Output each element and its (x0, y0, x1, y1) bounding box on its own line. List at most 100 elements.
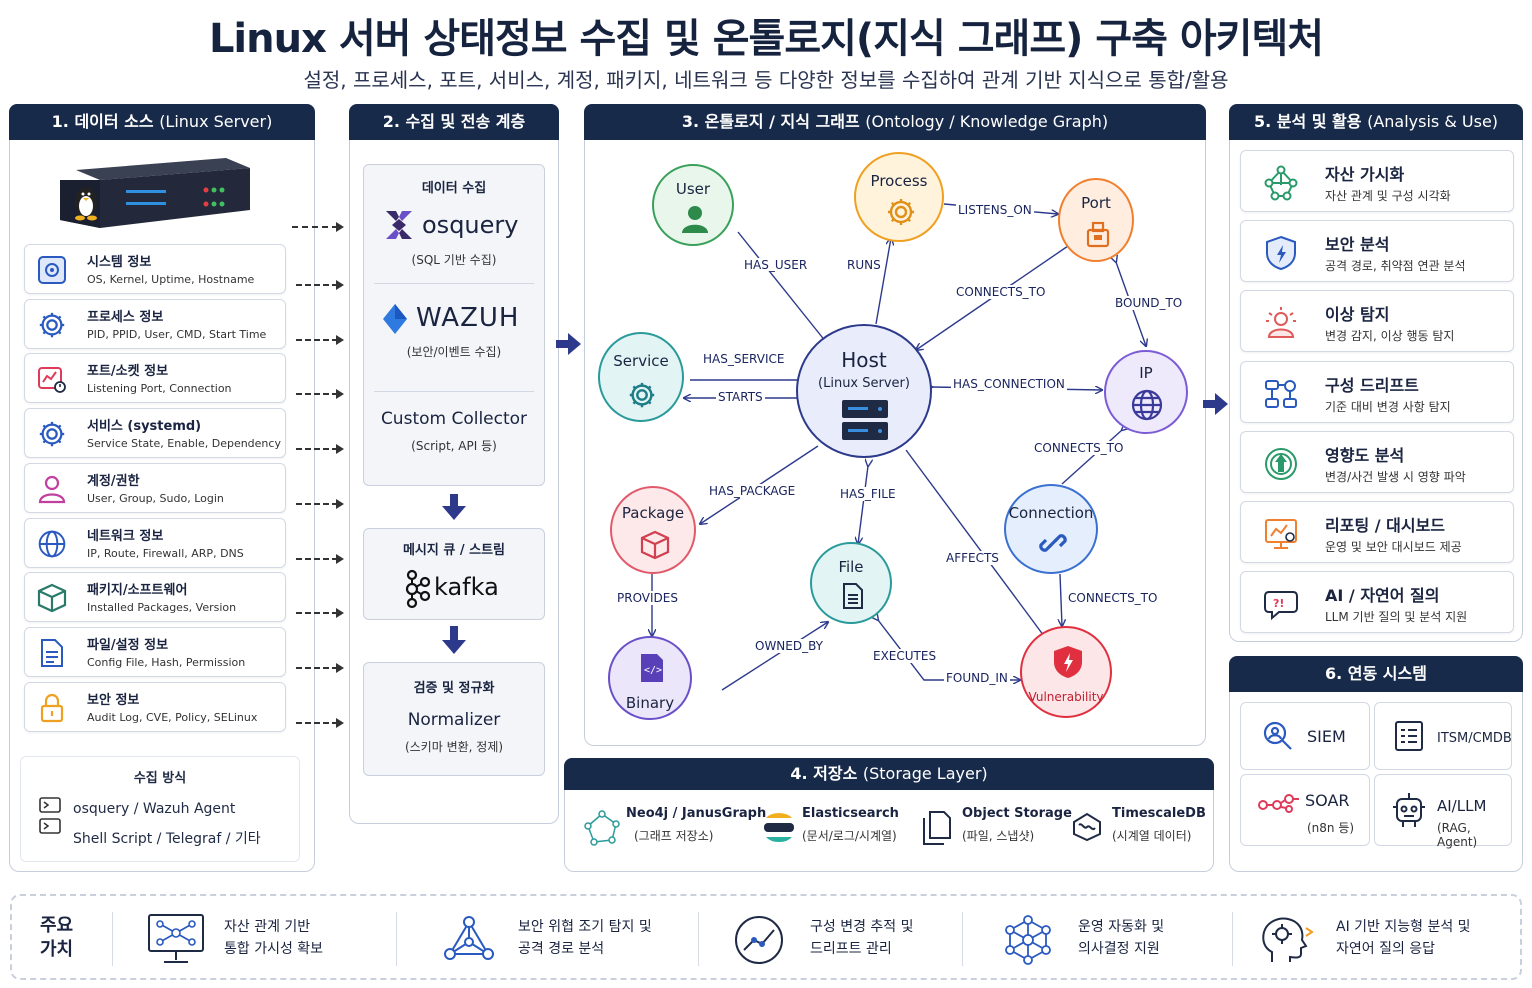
analysis-title: 이상 탐지 (1325, 305, 1390, 325)
shield-icon (1054, 646, 1082, 678)
data-source-item[interactable]: 서비스 (systemd)Service State, Enable, Depe… (24, 408, 286, 459)
node-process[interactable]: Process (854, 152, 944, 242)
node-package[interactable]: Package (610, 486, 696, 574)
config-drift-icon (1263, 376, 1299, 412)
node-ip[interactable]: IP (1104, 350, 1188, 434)
data-source-arrow (296, 334, 344, 345)
value-text: 자산 관계 기반 통합 가시성 확보 (224, 919, 324, 957)
section-title: 5. 분석 및 활용 (1253, 112, 1362, 131)
edge-label-has-connection: HAS_CONNECTION (951, 377, 1067, 391)
flow-arrow-head (442, 640, 466, 654)
edge-connects-to-ip (1061, 430, 1122, 485)
edge-label-has-file: HAS_FILE (838, 487, 898, 501)
message-queue-box: 메시지 큐 / 스트림 kafka (363, 528, 545, 620)
analysis-title: 구성 드리프트 (1325, 375, 1419, 395)
service-gear-icon (629, 382, 655, 408)
flow-arrow-3-to-5 (1203, 392, 1229, 420)
data-source-arrow (296, 717, 344, 728)
integration-itsm: ITSM/CMDB (1374, 702, 1512, 770)
data-source-desc: Installed Packages, Version (87, 601, 237, 615)
flow-arrow (450, 626, 458, 640)
edge-runs (875, 238, 891, 325)
node-connection-label: Connection (1008, 504, 1094, 522)
data-source-item[interactable]: 네트워크 정보 IP, Route, Firewall, ARP, DNS (24, 517, 286, 568)
node-service[interactable]: Service (598, 332, 684, 422)
section-header: 4. 저장소 (Storage Layer) (564, 758, 1214, 790)
section-header: 3. 온톨로지 / 지식 그래프 (Ontology / Knowledge G… (584, 104, 1206, 140)
divider (374, 391, 534, 392)
section-subtitle: (Ontology / Knowledge Graph) (865, 112, 1109, 131)
analysis-title: AI / 자연어 질의 (1325, 586, 1440, 606)
normalizer-label: 검증 및 정규화 (413, 681, 495, 696)
data-source-title: 프로세스 정보 (87, 309, 164, 325)
security-shield-icon (1263, 235, 1299, 271)
user-icon (682, 206, 708, 233)
data-source-title: 네트워크 정보 (87, 528, 164, 544)
edge-connects-to-vuln (1060, 573, 1062, 626)
globe-icon (37, 529, 67, 559)
svg-text:</>: </> (644, 665, 662, 676)
data-collection-box: 데이터 수집 osquery (SQL 기반 수집) WAZUH (보안/이벤트… (363, 164, 545, 486)
key-values-label: 주요 가치 (40, 915, 74, 960)
storage-name: Object Storage (962, 806, 1072, 821)
page-title: Linux 서버 상태정보 수집 및 온톨로지(지식 그래프) 구축 아키텍처 (208, 16, 1324, 62)
edge-has-user (737, 231, 827, 343)
server-arrow (292, 222, 344, 232)
script-icon (39, 797, 61, 839)
data-source-desc: OS, Kernel, Uptime, Hostname (87, 273, 255, 286)
kafka-icon (405, 569, 431, 609)
node-binary[interactable]: </> Binary (608, 636, 692, 720)
storage-name: TimescaleDB (1112, 806, 1206, 821)
section-header: 5. 분석 및 활용 (Analysis & Use) (1229, 104, 1523, 140)
anomaly-alert-icon (1263, 305, 1299, 341)
threat-network-icon (444, 916, 494, 960)
data-source-desc: User, Group, Sudo, Login (87, 491, 224, 505)
section-title: 4. 저장소 (790, 764, 858, 783)
node-user[interactable]: User (652, 164, 734, 246)
section-title: 3. 온톨로지 / 지식 그래프 (681, 112, 860, 131)
edge-label-found-in: FOUND_IN (944, 671, 1010, 685)
node-file[interactable]: File (810, 542, 892, 624)
collection-method-line2: Shell Script / Telegraf / 기타 (73, 831, 261, 847)
elasticsearch-icon (764, 812, 794, 843)
node-port[interactable]: Port (1058, 178, 1134, 262)
file-icon (843, 583, 863, 609)
osquery-caption: (SQL 기반 수집) (411, 253, 497, 267)
gear-icon (888, 199, 914, 225)
integration-ai-label: AI/LLM (1437, 797, 1487, 815)
storage-caption: (시계열 데이터) (1112, 829, 1192, 843)
node-vulnerability[interactable]: Vulnerability (1020, 626, 1112, 718)
node-host[interactable]: Host (Linux Server) (796, 324, 932, 458)
dashboard-icon (1263, 516, 1299, 552)
data-source-title: 보안 정보 (87, 692, 140, 708)
graph-db-icon (584, 810, 620, 846)
analysis-desc: 변경 감지, 이상 행동 탐지 (1325, 329, 1455, 344)
collection-method-line1: osquery / Wazuh Agent (73, 801, 236, 817)
integration-soar: SOAR (n8n 등) (1240, 774, 1370, 846)
divider (374, 283, 534, 284)
divider (1232, 912, 1233, 966)
analysis-title: 자산 가시화 (1325, 165, 1405, 184)
node-connection[interactable]: Connection (1004, 484, 1098, 574)
edge-has-file (858, 466, 868, 544)
wazuh-icon (383, 304, 407, 334)
node-user-label: User (675, 180, 711, 198)
data-source-desc: IP, Route, Firewall, ARP, DNS (87, 546, 244, 560)
edge-label-executes: EXECUTES (871, 649, 939, 663)
section-subtitle: (Storage Layer) (862, 764, 988, 783)
section-storage: 4. 저장소 (Storage Layer) (564, 758, 1214, 872)
